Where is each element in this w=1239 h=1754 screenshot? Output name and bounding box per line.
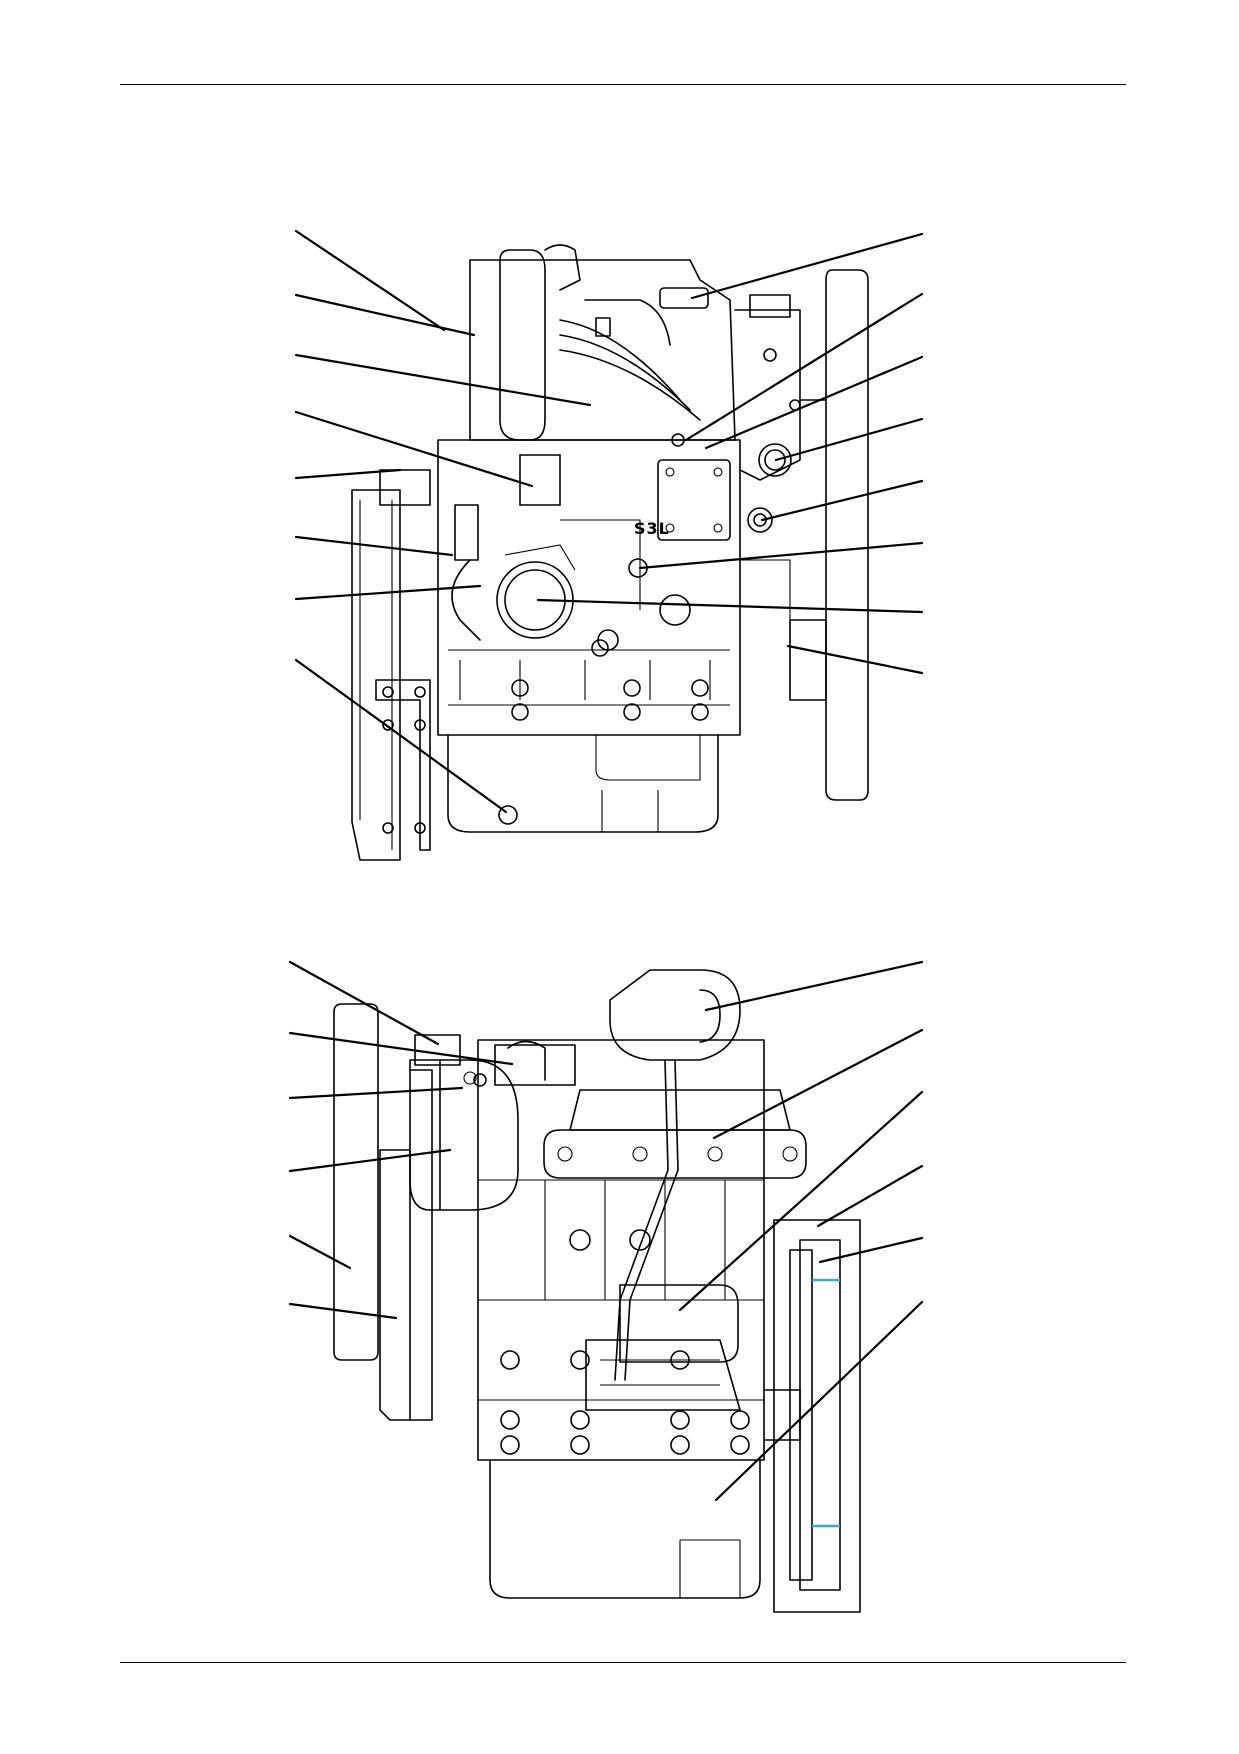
- turbo-housing: [609, 969, 741, 1061]
- header-rule: [120, 84, 1126, 85]
- starter-motor: [619, 1284, 739, 1363]
- upper-engine-figure: S3L: [294, 229, 924, 861]
- fan-profile: [825, 269, 869, 801]
- oil-filler-cap: [659, 287, 709, 309]
- valve-cover: [469, 259, 736, 441]
- lower-engine-figure: [288, 960, 924, 1613]
- lower-oil-pan: [489, 1459, 761, 1599]
- left-mount-bracket: [351, 489, 401, 861]
- oil-pan: [447, 734, 719, 833]
- filter-fitting: [758, 443, 792, 477]
- exhaust-manifold: [543, 1129, 807, 1179]
- footer-rule: [120, 1662, 1126, 1663]
- alternator: [409, 1059, 519, 1211]
- intake-pipe: [499, 249, 546, 441]
- cooling-fan: [333, 1003, 379, 1361]
- casting-mark-s3l: S3L: [634, 519, 670, 538]
- lower-cylinder-block: [477, 1039, 765, 1461]
- front-cover-plate: [657, 459, 731, 541]
- cylinder-block: [437, 439, 741, 736]
- drain-plug: [498, 805, 518, 825]
- flywheel-housing: [773, 1219, 861, 1613]
